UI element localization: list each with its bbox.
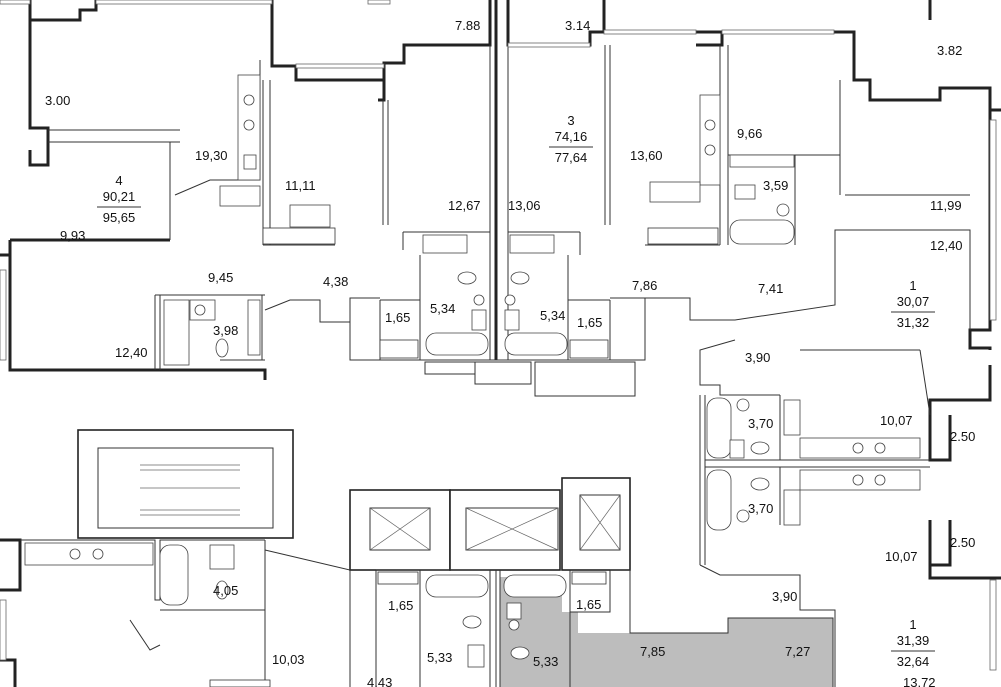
apartment-total-area: 95,65 (103, 210, 136, 225)
apartment-summary-4: 4 90,21 95,65 (97, 173, 141, 225)
area-label: 1,65 (576, 597, 601, 612)
apartment-summary-1a: 1 30,07 31,32 (891, 278, 935, 330)
area-label: 3.14 (565, 18, 590, 33)
area-label: 11,11 (285, 178, 316, 193)
apartment-summary-1b: 1 31,39 32,64 (891, 617, 935, 669)
apartment-summary-3: 3 74,16 77,64 (549, 113, 593, 165)
area-label: 1,65 (388, 598, 413, 613)
apartment-total-area: 31,32 (897, 315, 930, 330)
area-label: 12,40 (930, 238, 963, 253)
area-label: 5,33 (533, 654, 558, 669)
apartment-living-area: 31,39 (897, 633, 930, 648)
area-label: 2.50 (950, 429, 975, 444)
area-label: 12,67 (448, 198, 481, 213)
area-label: 7,27 (785, 644, 810, 659)
apartment-total-area: 77,64 (555, 150, 588, 165)
windows (0, 0, 997, 671)
area-label: 11,99 (930, 198, 962, 213)
area-label: 3,90 (745, 350, 770, 365)
area-label: 4,05 (213, 583, 238, 598)
area-label: 12,40 (115, 345, 148, 360)
area-label: 9,66 (737, 126, 762, 141)
area-label: 1,65 (577, 315, 602, 330)
area-label: 2.50 (950, 535, 975, 550)
area-label: 3,70 (748, 416, 773, 431)
apartment-summaries: 4 90,21 95,65 3 74,16 77,64 1 30,07 31,3… (97, 113, 935, 669)
apartment-living-area: 74,16 (555, 129, 588, 144)
area-label: 13,06 (508, 198, 541, 213)
fixtures (24, 74, 921, 687)
area-label: 5,34 (430, 301, 455, 316)
area-label: 7,86 (632, 278, 657, 293)
area-label: 13,60 (630, 148, 663, 163)
room-area-labels: 7.88 3.14 3.82 3.00 19,30 11,11 12,67 13… (45, 18, 975, 687)
area-label: 9,45 (208, 270, 233, 285)
selected-apartment-highlight (500, 577, 833, 687)
interior-walls (20, 45, 971, 687)
apartment-total-area: 32,64 (897, 654, 930, 669)
area-label: 3,59 (763, 178, 788, 193)
area-label: 7,85 (640, 644, 665, 659)
apartment-living-area: 30,07 (897, 294, 930, 309)
area-label: 19,30 (195, 148, 228, 163)
area-label: 9,93 (60, 228, 85, 243)
area-label: 4,38 (323, 274, 348, 289)
apartment-rooms: 1 (909, 617, 916, 632)
area-label: 13,72 (903, 675, 936, 687)
area-label: 5,34 (540, 308, 565, 323)
area-label: 3,98 (213, 323, 238, 338)
area-label: 3.00 (45, 93, 70, 108)
area-label: 5,33 (427, 650, 452, 665)
apartment-rooms: 1 (909, 278, 916, 293)
apartment-rooms: 4 (115, 173, 122, 188)
apartment-rooms: 3 (567, 113, 574, 128)
area-label: 1,65 (385, 310, 410, 325)
area-label: 3,90 (772, 589, 797, 604)
area-label: 3,70 (748, 501, 773, 516)
area-label: 7.88 (455, 18, 480, 33)
area-label: 4,43 (367, 675, 392, 687)
area-label: 3.82 (937, 43, 962, 58)
apartment-living-area: 90,21 (103, 189, 136, 204)
area-label: 10,03 (272, 652, 305, 667)
area-label: 10,07 (885, 549, 918, 564)
area-label: 7,41 (758, 281, 783, 296)
area-label: 10,07 (880, 413, 913, 428)
